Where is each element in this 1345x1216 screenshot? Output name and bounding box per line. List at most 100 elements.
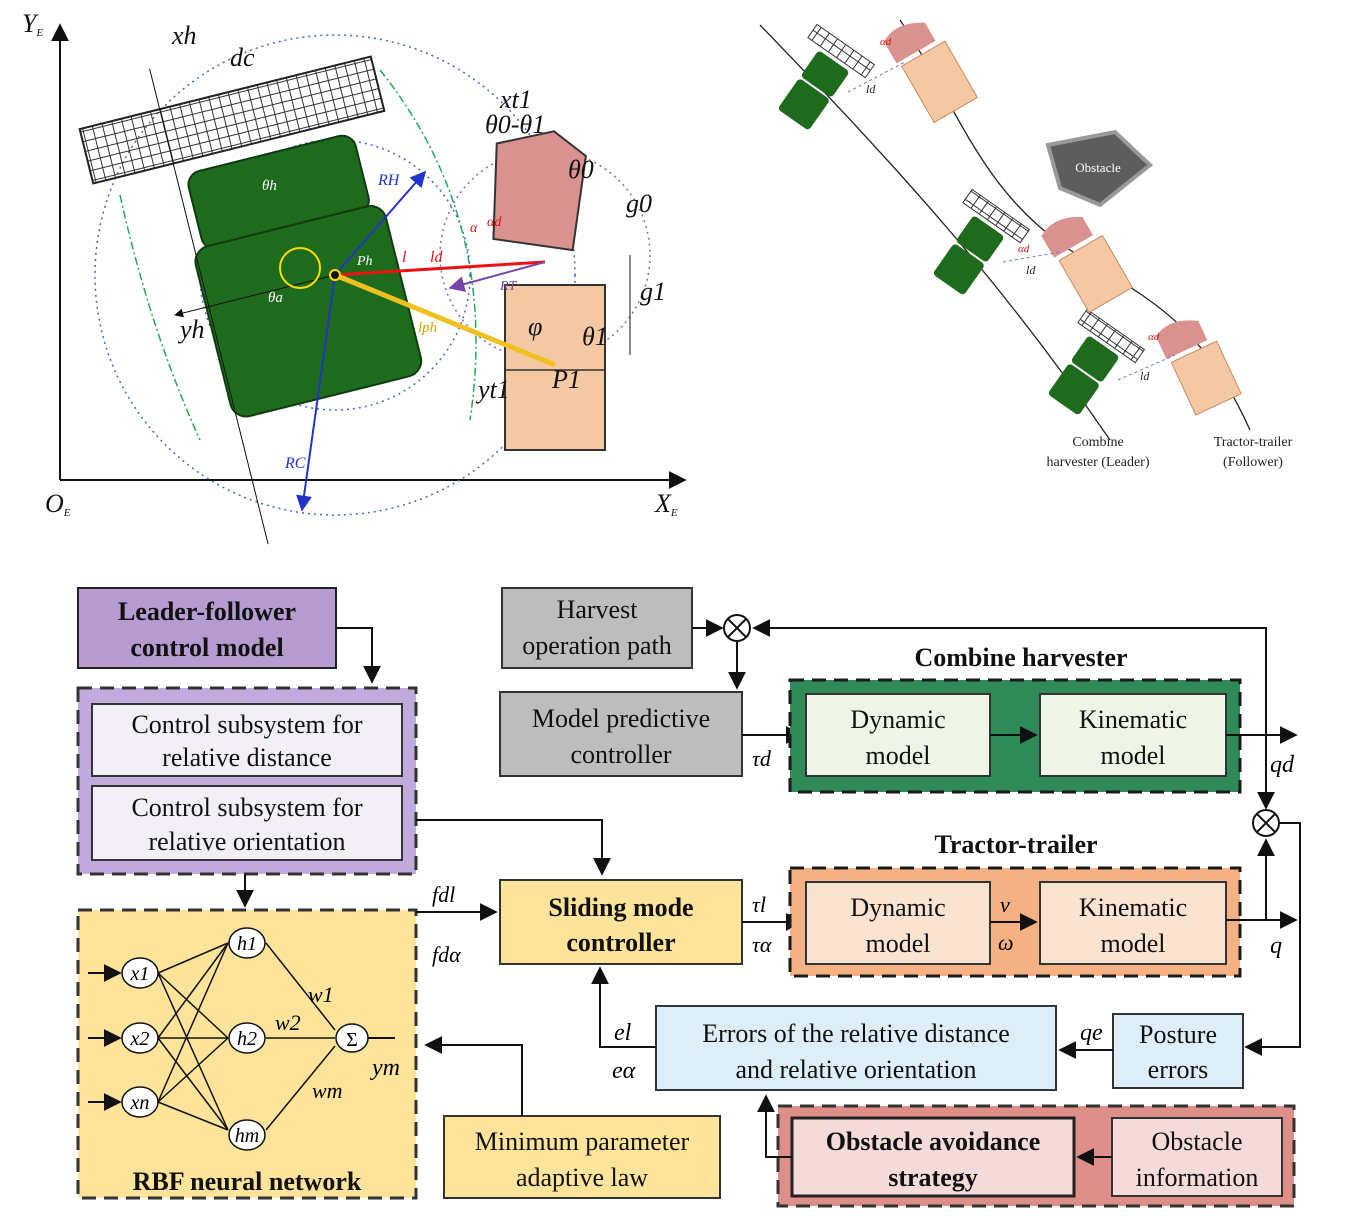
label-l: l	[402, 249, 407, 266]
node-h2: h2	[237, 1028, 257, 1050]
leader-caption-2: harvester (Leader)	[1047, 455, 1150, 470]
vector-rc	[296, 274, 336, 512]
leader-model-line2: control model	[130, 633, 283, 662]
signal-tau-l: τl	[752, 892, 766, 917]
kinematics-figure: YE XE OE xh dc yh θh θa xt1	[22, 9, 687, 545]
label-p1: P1	[551, 365, 581, 394]
adaptive-law-box	[443, 1115, 721, 1199]
dyn1-line2: model	[866, 741, 931, 770]
y-axis-label: YE	[22, 9, 43, 39]
obstacle-info-line2: information	[1136, 1163, 1259, 1192]
harvester-body	[187, 134, 423, 418]
sub-orientation-line1: Control subsystem for	[131, 793, 362, 822]
posture-box	[1112, 1013, 1244, 1089]
errors-rel-line2: and relative orientation	[735, 1055, 976, 1084]
tractor-body	[504, 284, 606, 451]
vector-rh	[334, 170, 427, 276]
label-g1: g1	[640, 277, 666, 306]
vector-l	[334, 260, 546, 277]
harvester-header	[78, 55, 386, 185]
signal-fda: fdα	[432, 942, 461, 967]
signal-qd: qd	[1270, 752, 1295, 778]
smc-line2: controller	[566, 928, 675, 957]
label-rh: RH	[377, 172, 401, 189]
obstacle-strategy-line2: strategy	[888, 1163, 978, 1192]
dyn1-box	[805, 693, 991, 777]
arrow-strategy-to-errors	[757, 1094, 792, 1158]
rbf-connections	[157, 942, 336, 1131]
ld-link-2	[1002, 251, 1061, 263]
path-box	[501, 587, 693, 669]
ld-label-3: ld	[1140, 369, 1150, 383]
mpc-box	[499, 691, 743, 777]
adaptive-line1: Minimum parameter	[475, 1127, 690, 1156]
sub-distance-box	[91, 703, 403, 777]
follower-vehicle-3	[1155, 320, 1242, 416]
sub-orientation-line2: relative orientation	[148, 827, 345, 856]
axis-yh	[174, 274, 336, 318]
ld-label-2: ld	[1026, 263, 1036, 277]
dyn2-box	[805, 881, 991, 965]
label-yh: yh	[177, 315, 205, 344]
sub-distance-line2: relative distance	[162, 743, 332, 772]
tractor-title: Tractor-trailer	[934, 830, 1097, 859]
kin2-line1: Kinematic	[1079, 893, 1187, 922]
path-line2: operation path	[522, 631, 671, 660]
scenario-figure: ld ld ld αd αd αd Obstacle Combine harve…	[759, 19, 1293, 470]
node-x1: x1	[130, 963, 150, 985]
weight-wm: wm	[312, 1078, 343, 1103]
obstacle-strategy-box	[790, 1116, 1076, 1198]
label-xt1: xt1	[499, 85, 532, 114]
circle-rt	[439, 149, 651, 361]
node-hm: hm	[235, 1125, 259, 1147]
errors-rel-box	[655, 1005, 1057, 1091]
label-yt1: yt1	[475, 375, 510, 404]
signal-q: q	[1270, 933, 1282, 959]
rbf-hidden-nodes	[228, 927, 266, 1151]
circle-rh	[199, 139, 471, 411]
kin1-line2: model	[1101, 741, 1166, 770]
vector-lph	[334, 272, 556, 368]
label-theta-1: θ1	[582, 322, 608, 351]
theta-a-arc	[279, 247, 321, 289]
obstacle-info-box	[1111, 1117, 1283, 1197]
signal-v: v	[1000, 892, 1010, 917]
sub-distance-line1: Control subsystem for	[131, 710, 362, 739]
label-theta-diff: θ0-θ1	[485, 110, 545, 139]
label-phi: φ	[528, 312, 542, 341]
signal-qe: qe	[1080, 1020, 1103, 1046]
leader-vehicle-1	[778, 23, 876, 130]
posture-line2: errors	[1148, 1055, 1209, 1084]
sub-orientation-box	[91, 785, 403, 861]
smc-box	[499, 879, 743, 965]
arrow-subsystems-to-smc	[416, 819, 611, 876]
sum-symbol: Σ	[346, 1029, 358, 1051]
obstacle-strategy-line1: Obstacle avoidance	[826, 1127, 1041, 1156]
vector-rt	[448, 261, 546, 292]
dyn2-line1: Dynamic	[850, 893, 945, 922]
mpc-line1: Model predictive	[532, 704, 710, 733]
sum-junction-1-cross	[727, 618, 747, 638]
origin-label: OE	[45, 489, 71, 519]
label-xh: xh	[171, 21, 197, 50]
label-alpha: α	[470, 221, 478, 236]
posture-line1: Posture	[1139, 1020, 1217, 1049]
label-ph: Ph	[356, 254, 373, 269]
output-ym: ym	[370, 1055, 400, 1081]
label-rt: RT	[499, 279, 518, 294]
arrow-errors-to-smc	[591, 966, 656, 1048]
signal-tau-a: τα	[752, 932, 772, 957]
circle-rc	[94, 34, 576, 516]
signal-omega: ω	[998, 930, 1014, 955]
arrow-adaptive-to-rbf	[424, 1036, 523, 1116]
leader-model-line1: Leader-follower	[118, 597, 296, 626]
label-theta-h: θh	[262, 178, 277, 194]
signal-el: el	[614, 1020, 632, 1046]
weight-w1: w1	[308, 982, 334, 1007]
dyn1-line1: Dynamic	[850, 705, 945, 734]
rbf-input-nodes	[121, 957, 159, 1118]
signal-ea: eα	[612, 1058, 636, 1084]
dyn2-line2: model	[866, 929, 931, 958]
path-line1: Harvest	[557, 595, 639, 624]
